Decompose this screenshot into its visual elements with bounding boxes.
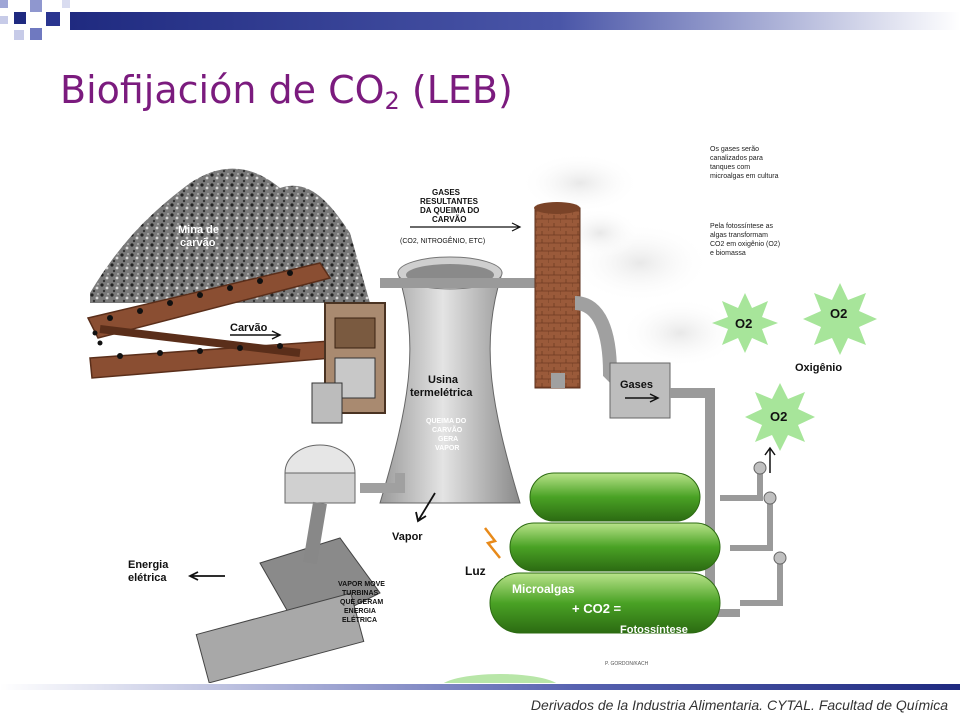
o2-label-2: O2: [830, 306, 847, 321]
o2-label-1: O2: [735, 316, 752, 331]
plant-label: Usina: [428, 374, 459, 386]
turbine-note-1: VAPOR MOVE: [338, 581, 385, 588]
gases-box-arrow-icon: [625, 393, 660, 403]
oxygen-label: Oxigênio: [795, 362, 842, 374]
energy-arrow-icon: [187, 571, 225, 581]
mine-label-2: carvão: [180, 237, 216, 249]
o2-burst: [712, 283, 877, 451]
note-gases-2: canalizados para: [710, 155, 763, 162]
gases-arrow-icon: [410, 222, 522, 232]
note-photo-3: CO2 em oxigênio (O2): [710, 241, 780, 248]
slide-title: Biofijación de CO2 (LEB): [60, 68, 513, 115]
gases-top-label-4: CARVÃO: [432, 215, 467, 224]
energy-label-2: elétrica: [128, 572, 167, 584]
gases-box: [609, 362, 671, 419]
gases-composition: (CO2, NITROGÊNIO, ETC): [400, 236, 485, 245]
photobioreactor-tubes: [489, 472, 721, 634]
co2-biofixation-diagram: Mina de carvão Carvão Usina termelétrica…: [80, 143, 910, 702]
footer-text: Derivados de la Industria Alimentaria. C…: [530, 697, 948, 713]
o2-label-3: O2: [770, 409, 787, 424]
note-photo-1: Pela fotossíntese as: [710, 223, 774, 230]
note-photo-4: e biomassa: [710, 250, 746, 257]
microalgae-label: Microalgas: [512, 582, 575, 596]
turbine-generator: [195, 444, 405, 684]
turbine-note-5: ELÉTRICA: [342, 615, 377, 624]
plant-note-3: GERA: [438, 436, 458, 443]
light-label: Luz: [465, 564, 486, 578]
gases-box-label: Gases: [620, 379, 653, 391]
gases-top-label-2: RESULTANTES: [420, 197, 479, 206]
coal-mine-pile: [90, 168, 370, 303]
bottom-decoration-bar: [0, 684, 960, 720]
turbine-note-3: QUE GERAM: [340, 599, 383, 606]
top-decoration-bar: [0, 0, 960, 48]
coal-arrow-icon: [230, 330, 282, 340]
photosynthesis-label: Fotossíntese: [620, 624, 688, 636]
boiler-machine: [311, 302, 386, 424]
illustration-credit: P. GORDON/KACH: [605, 661, 649, 667]
note-photo-2: algas transformam: [710, 232, 768, 239]
gases-top-label: GASES: [432, 188, 461, 197]
vapor-label: Vapor: [392, 531, 423, 543]
coal-label: Carvão: [230, 322, 268, 334]
green-glow: [440, 674, 560, 702]
turbine-note-2: TURBINAS: [342, 590, 378, 597]
note-gases-1: Os gases serão: [710, 146, 759, 153]
return-pipes: [720, 473, 783, 606]
plant-note-4: VAPOR: [435, 445, 459, 452]
gases-top-label-3: DA QUEIMA DO: [420, 206, 479, 215]
chimney: [534, 202, 581, 389]
title-subscript: 2: [384, 87, 400, 115]
note-gases-4: microalgas em cultura: [710, 173, 779, 180]
micro-plus: +: [498, 566, 507, 583]
vapor-arrow-icon: [415, 492, 436, 523]
plant-label-2: termelétrica: [410, 387, 473, 399]
mine-label: Mina de: [178, 224, 219, 236]
note-gases-3: tanques com: [710, 164, 750, 171]
turbine-note-4: ENERGIA: [344, 608, 376, 615]
energy-label: Energia: [128, 559, 169, 571]
oxygen-up-arrow-icon: [764, 446, 776, 473]
co2-label: + CO2 =: [572, 601, 622, 616]
plant-note-1: QUEIMA DO: [426, 418, 467, 425]
plant-note-2: CARVÃO: [432, 425, 463, 434]
light-bolt-icon: [484, 527, 501, 559]
